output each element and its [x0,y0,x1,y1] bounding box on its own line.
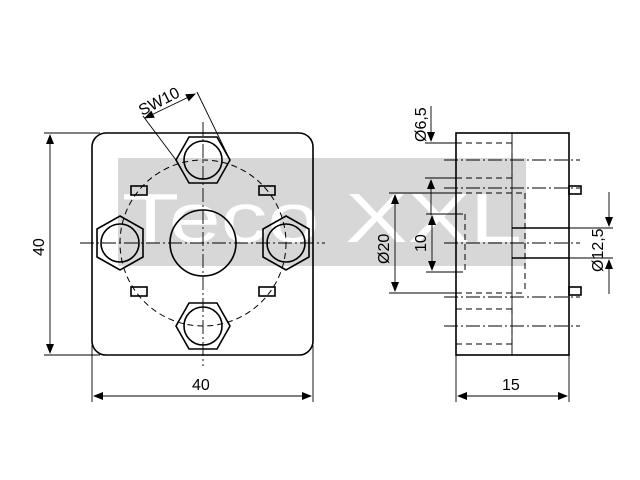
slot-bottom-right [258,286,276,297]
dimension-hole-large-label: Ø20 [376,234,393,264]
dimension-hole-small-label: Ø6,5 [413,107,430,142]
front-body-outline [91,132,314,356]
dimension-hole-medium: Ø12,5 [567,192,613,294]
dimension-side-width: 15 [455,345,570,402]
hex-nut-right [262,215,310,271]
hidden-bore-top [456,142,513,179]
pin-top [568,185,582,195]
center-slot [512,227,569,259]
dimension-front-height: 40 [31,132,100,356]
watermark-band [118,158,526,266]
dimension-hole-large: Ø20 [376,192,458,294]
hidden-bore-bottom [456,308,513,345]
dimension-inner: 10 [413,213,463,273]
slot-top-left [130,185,148,196]
dimension-side-width-label: 15 [502,377,520,394]
side-view: Ø6,5 Ø20 10 Ø12,5 15 [376,106,613,402]
hex-nut-left [96,215,144,271]
dimension-sw-label: SW10 [136,85,183,120]
dimension-front-width-label: 40 [192,377,210,394]
dimension-front-width: 40 [91,345,314,402]
dimension-inner-label: 10 [413,234,430,252]
center-hole [169,209,237,277]
slot-top-right [258,185,276,196]
dimension-hole-medium-label: Ø12,5 [590,228,607,272]
slot-bottom-left [130,286,148,297]
hex-nut-bottom [175,302,231,350]
pin-bottom [568,286,582,296]
side-body-outline [455,132,570,356]
front-view: SW10 40 40 [31,85,325,402]
dimension-hole-small: Ø6,5 [413,106,458,215]
dimension-front-height-label: 40 [31,238,48,256]
